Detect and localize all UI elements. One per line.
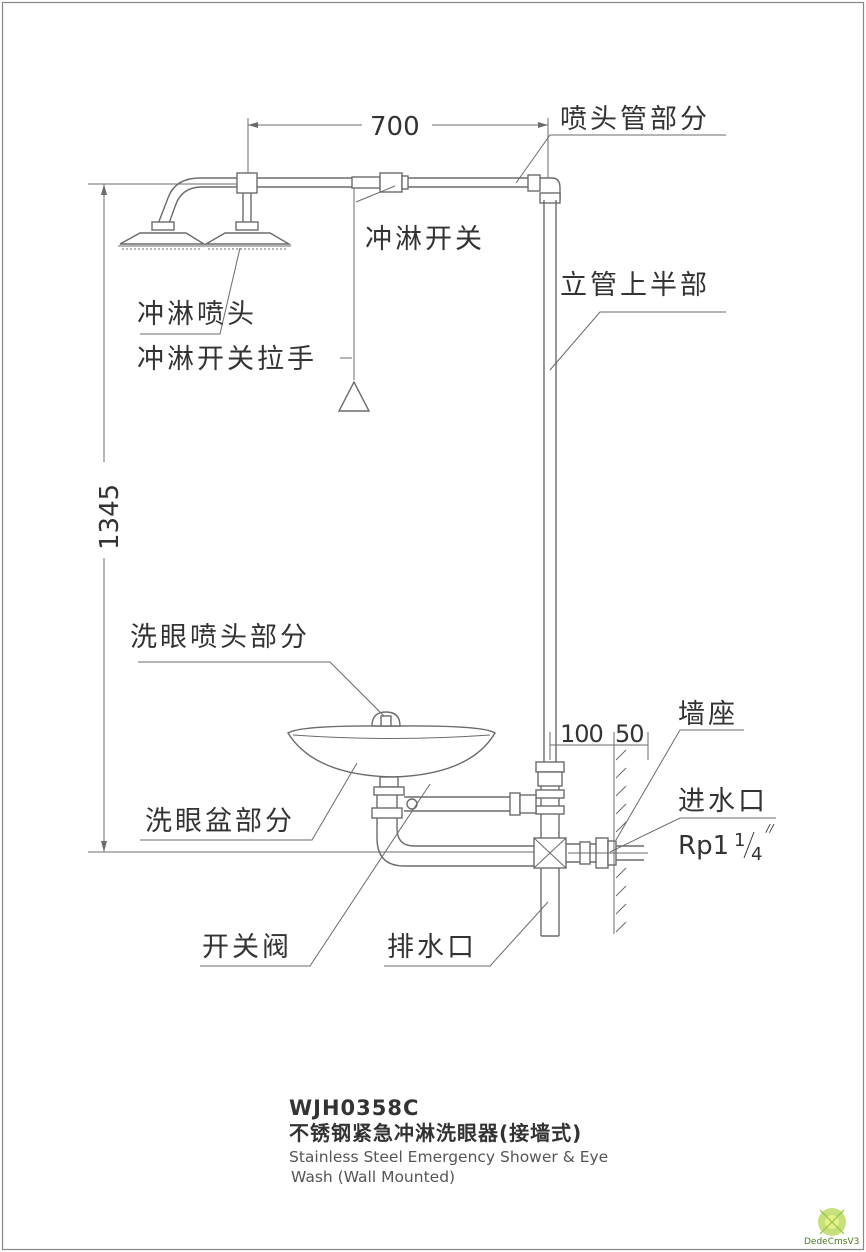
label-eyewash-bowl: 洗眼盆部分: [145, 806, 295, 837]
label-inlet-thread-num: 1: [734, 830, 745, 851]
shower-pipe: [200, 172, 561, 204]
dimension-1345-text: 1345: [95, 484, 125, 550]
inlet-fraction-bar: [743, 831, 755, 859]
label-eyewash-head: 洗眼喷头部分: [130, 622, 310, 653]
dimension-700: 700: [247, 112, 549, 178]
label-shower-head: 冲淋喷头: [137, 299, 257, 330]
pull-handle: [337, 188, 371, 412]
leader-lines: [138, 134, 776, 967]
label-shower-pipe: 喷头管部分: [560, 104, 710, 135]
title-block: WJH0358C 不锈钢紧急冲淋洗眼器(接墙式) Stainless Steel…: [289, 1096, 608, 1186]
eyewash-bowl: [287, 711, 496, 796]
title-model: WJH0358C: [289, 1096, 419, 1120]
dimension-100-text: 100: [560, 720, 603, 748]
watermark-text: DedeCmsV3: [804, 1237, 859, 1247]
watermark-logo: DedeCmsV3: [804, 1208, 859, 1247]
lower-riser: [533, 786, 567, 937]
title-name-en-line1: Stainless Steel Emergency Shower & Eye: [289, 1148, 608, 1166]
dimension-50-text: 50: [615, 720, 644, 748]
eyewash-supply: [371, 792, 537, 867]
upper-riser: [535, 200, 565, 787]
label-wall-mount: 墙座: [678, 699, 738, 730]
title-name-en-line2: Wash (Wall Mounted): [291, 1168, 455, 1186]
wall: [613, 746, 627, 934]
shower-head-left: [118, 177, 207, 250]
labels: 喷头管部分 冲淋开关 立管上半部 冲淋喷头 冲淋开关拉手 洗眼喷头部分 墙座 进…: [130, 104, 775, 963]
dimension-100-50: 100 50: [549, 720, 649, 760]
shower-head-right: [203, 193, 292, 250]
label-drain: 排水口: [387, 932, 477, 963]
label-inlet-thread-prefix: Rp1: [678, 831, 729, 861]
label-inlet-thread-den: 4: [751, 844, 762, 865]
label-pull-handle: 冲淋开关拉手: [137, 344, 317, 375]
label-valve: 开关阀: [202, 932, 292, 963]
label-shower-switch: 冲淋开关: [365, 224, 485, 255]
label-water-inlet: 进水口: [678, 786, 768, 817]
dimension-700-text: 700: [370, 112, 420, 142]
title-name-cn: 不锈钢紧急冲淋洗眼器(接墙式): [289, 1121, 582, 1145]
dimension-1345: 1345: [88, 183, 540, 853]
inlet-pipe: [566, 837, 648, 869]
label-inlet-thread-mark: //: [765, 822, 775, 835]
label-upper-riser: 立管上半部: [560, 270, 710, 301]
